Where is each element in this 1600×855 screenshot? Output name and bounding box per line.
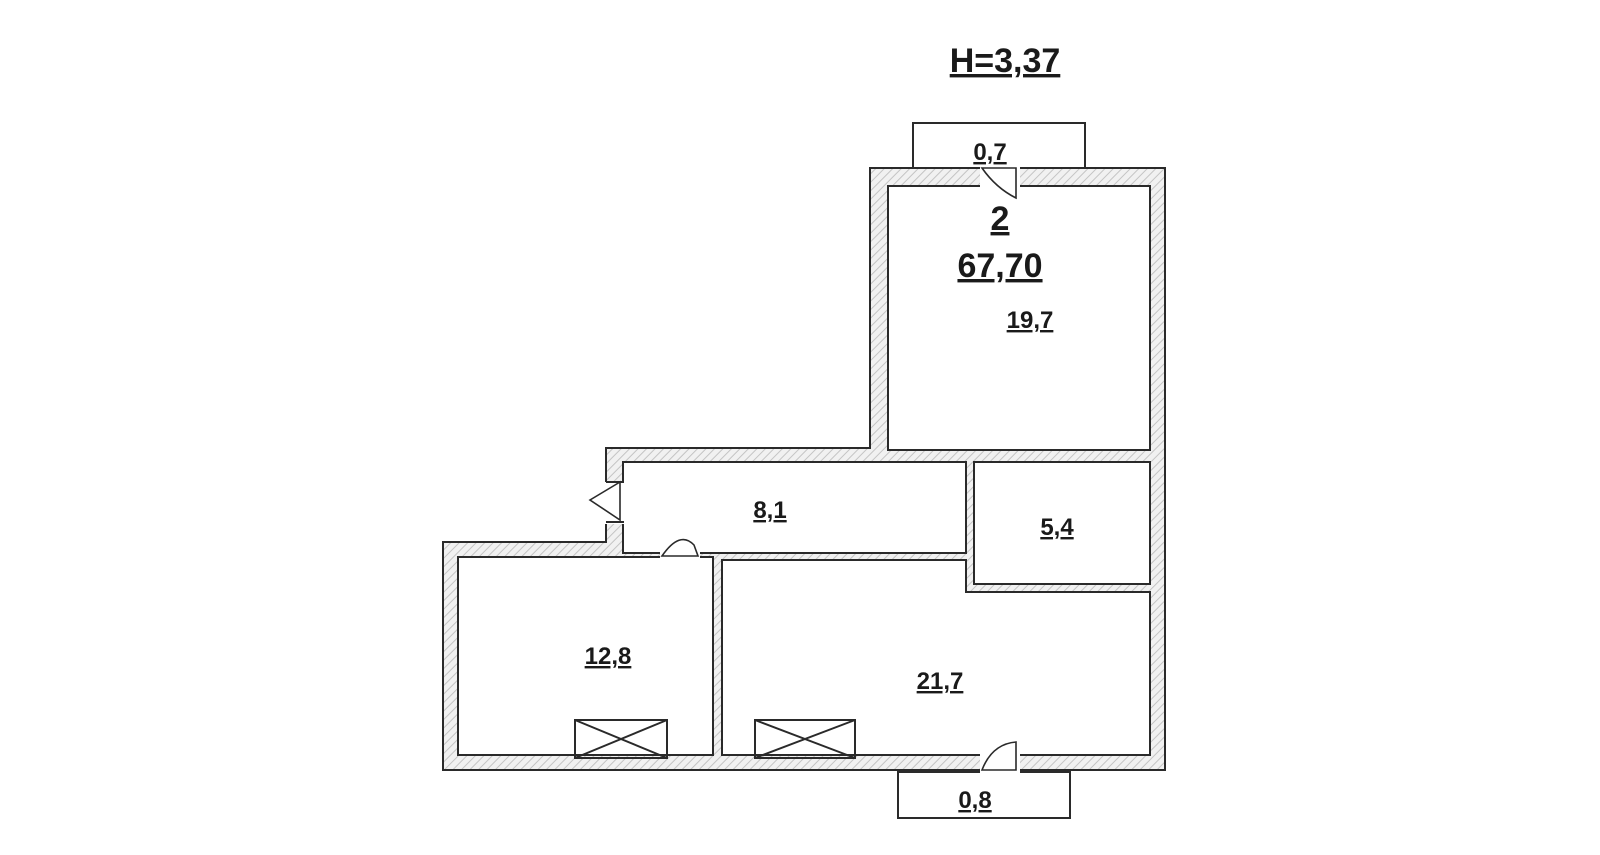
- ceiling-height: H=3,37: [950, 42, 1061, 80]
- room-top-area: 19,7: [1007, 307, 1054, 334]
- room-kitchen: [721, 559, 1151, 756]
- balcony-bottom: 0,8: [897, 741, 1071, 819]
- total-area: 67,70: [957, 247, 1042, 285]
- room-interiors: [457, 185, 1151, 756]
- door-left-room: [660, 538, 700, 560]
- balcony-top-area: 0,7: [973, 139, 1006, 166]
- entrance-door: [588, 480, 626, 524]
- room-left-area: 12,8: [585, 643, 632, 670]
- room-top: [887, 185, 1151, 451]
- bathroom-area: 5,4: [1040, 514, 1074, 541]
- balcony-bottom-area: 0,8: [958, 787, 991, 814]
- balcony-top: 0,7: [912, 122, 1086, 200]
- corridor: [622, 461, 967, 554]
- corridor-area: 8,1: [753, 497, 786, 524]
- bathroom: [973, 461, 1151, 585]
- vent-box-left: [574, 719, 668, 759]
- rooms-count: 2: [991, 200, 1010, 238]
- kitchen-area: 21,7: [917, 668, 964, 695]
- vent-box-kitchen: [754, 719, 856, 759]
- room-left: [457, 556, 714, 756]
